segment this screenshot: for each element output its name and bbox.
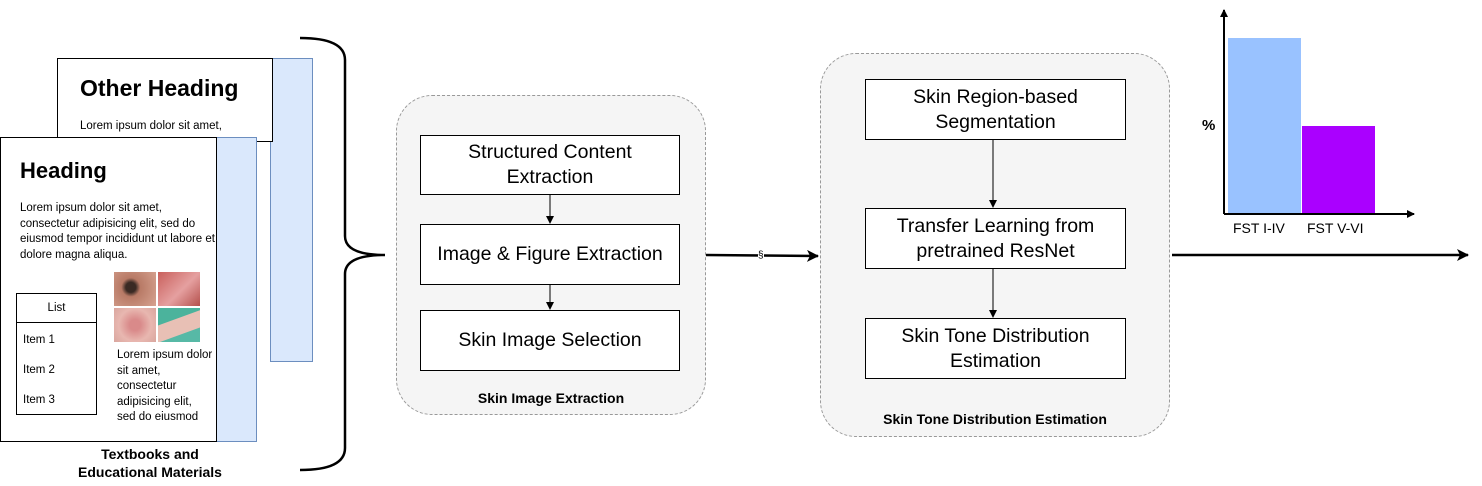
- skin-image-4: [158, 308, 200, 342]
- back-document-shadow: [270, 58, 313, 362]
- front-document-side-text: Lorem ipsum dolor sit amet, consectetur …: [117, 349, 213, 423]
- skin-image-2: [158, 272, 200, 306]
- front-document: Heading Lorem ipsum dolor sit amet, cons…: [0, 137, 217, 442]
- skin-image-selection-step: Skin Image Selection: [420, 310, 680, 371]
- chart-tick-label: FST I-IV: [1233, 220, 1285, 236]
- front-document-text: Lorem ipsum dolor sit amet, consectetur …: [20, 202, 215, 261]
- skin-tone-bar-chart: [1220, 9, 1415, 218]
- back-document-text: Lorem ipsum dolor sit amet,: [80, 120, 222, 132]
- list-item: Item 1: [23, 334, 55, 346]
- list-box: List Item 1 Item 2 Item 3: [16, 293, 97, 415]
- front-document-heading: Heading: [20, 158, 107, 183]
- connector-symbol: §: [758, 250, 764, 261]
- back-document-heading: Other Heading: [80, 75, 239, 101]
- chart-y-label: %: [1202, 117, 1216, 134]
- structured-content-extraction-step: Structured Content Extraction: [420, 135, 680, 195]
- back-document: Other Heading Lorem ipsum dolor sit amet…: [57, 58, 273, 142]
- skin-image-extraction-label: Skin Image Extraction: [477, 390, 625, 406]
- transfer-learning-step: Transfer Learning from pretrained ResNet: [865, 208, 1126, 269]
- skin-region-segmentation-step: Skin Region-based Segmentation: [865, 79, 1126, 140]
- skin-image-1: [114, 272, 156, 306]
- image-figure-extraction-step: Image & Figure Extraction: [420, 224, 680, 285]
- list-item: Item 2: [23, 364, 55, 376]
- chart-bar: [1228, 38, 1301, 214]
- skin-tone-distribution-step: Skin Tone Distribution Estimation: [865, 318, 1126, 379]
- documents-brace: [299, 36, 386, 472]
- chart-tick-label: FST V-VI: [1307, 220, 1364, 236]
- skin-tone-estimation-label: Skin Tone Distribution Estimation: [883, 411, 1107, 427]
- documents-caption-line1: Textbooks and: [101, 446, 199, 462]
- documents-caption: Textbooks and Educational Materials: [40, 445, 260, 481]
- list-title: List: [17, 294, 96, 323]
- list-item: Item 3: [23, 394, 55, 406]
- skin-image-3: [114, 308, 156, 342]
- chart-bar: [1302, 126, 1375, 214]
- skin-image-thumbnails: [114, 272, 200, 342]
- documents-caption-line2: Educational Materials: [78, 464, 222, 480]
